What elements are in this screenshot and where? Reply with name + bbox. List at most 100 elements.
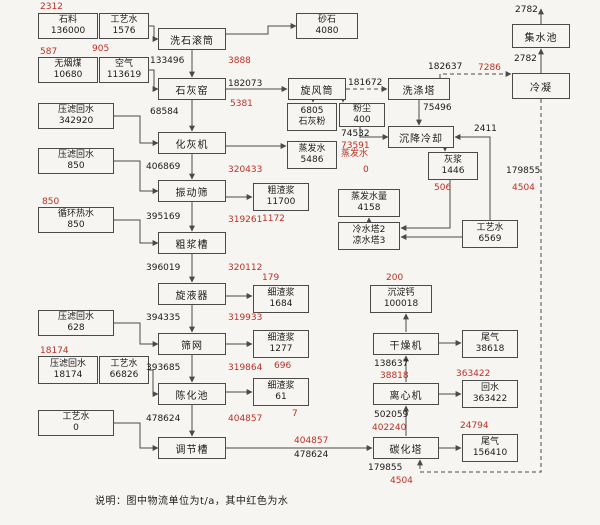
flow-label: 393685 <box>146 363 181 373</box>
flow-label: 2782 <box>515 5 538 15</box>
water-label: 402240 <box>372 423 407 433</box>
io-value: 1684 <box>269 299 293 309</box>
io-label: 砂石 <box>317 15 336 26</box>
water-label: 0 <box>363 165 369 175</box>
flow-label: 74532 <box>341 129 370 139</box>
io-value: 363422 <box>472 394 508 404</box>
io-value: 38618 <box>475 344 505 354</box>
flow-label: 138637 <box>374 359 409 369</box>
water-label: 179 <box>262 273 280 283</box>
io-label: 压滤回水 <box>57 312 94 323</box>
flow-label: 179855 <box>368 463 403 473</box>
flow-label: 68584 <box>150 107 179 117</box>
io-value: 11700 <box>266 197 296 207</box>
water-label: 363422 <box>456 369 491 379</box>
node-adjusting-tank: 调节槽 <box>158 437 226 459</box>
io-label: 尾气 <box>480 333 499 344</box>
water-label: 4504 <box>512 183 535 193</box>
water-label: 38818 <box>380 371 409 381</box>
io-value: 4080 <box>315 26 339 36</box>
flow-label: 182637 <box>428 62 463 72</box>
water-label: 5381 <box>230 99 253 109</box>
water-label: 73591 <box>341 141 370 151</box>
flow-label: 2782 <box>514 54 537 64</box>
io-value: 6569 <box>478 234 502 244</box>
node-settling-cooling: 沉降冷却 <box>388 126 454 148</box>
flow-label: 406869 <box>146 162 181 172</box>
node-wash-drum: 洗石滚筒 <box>158 28 226 50</box>
io-value: 5486 <box>300 155 324 165</box>
flow-label: 2411 <box>474 124 497 134</box>
water-label: 1172 <box>262 214 285 224</box>
io-label: 蒸发水量 <box>350 192 387 203</box>
flow-label: 394335 <box>146 313 181 323</box>
node-dryer: 干燥机 <box>373 333 439 355</box>
io-value: 136000 <box>50 26 86 36</box>
node-centrifuge: 离心机 <box>373 383 439 405</box>
water-label: 404857 <box>294 436 329 446</box>
flow-label: 395169 <box>146 212 181 222</box>
water-label: 蒸发水 <box>341 149 369 159</box>
water-label: 506 <box>434 183 452 193</box>
flow-label: 502059 <box>374 410 409 420</box>
io-label: 细渣浆 <box>267 381 295 392</box>
io-label: 空气 <box>114 59 133 70</box>
water-label: 319864 <box>228 363 263 373</box>
water-label: 587 <box>40 47 58 57</box>
io-label: 细渣浆 <box>267 288 295 299</box>
io-value: 628 <box>67 323 85 333</box>
node-condenser: 冷凝 <box>512 73 570 99</box>
io-value: 100018 <box>383 299 419 309</box>
io-value: 342920 <box>58 116 94 126</box>
water-label: 850 <box>42 197 60 207</box>
node-cyclone: 旋风筒 <box>288 78 346 100</box>
water-label: 404857 <box>228 414 263 424</box>
node-washing-tower: 洗涤塔 <box>388 78 450 100</box>
node-carbonation-tower: 碳化塔 <box>373 437 439 459</box>
io-label: 压滤回水 <box>57 105 94 116</box>
io-label: 回水 <box>480 383 499 394</box>
water-label: 24794 <box>460 421 489 431</box>
io-value: 0 <box>73 423 79 433</box>
io-label: 凉水塔3 <box>352 236 386 246</box>
flow-label: 181672 <box>348 78 383 88</box>
io-value: 156410 <box>472 448 508 458</box>
io-label: 灰浆 <box>443 155 462 166</box>
water-label: 319261 <box>228 215 263 225</box>
water-label: 4504 <box>390 476 413 486</box>
io-label: 工艺水 <box>110 15 138 26</box>
io-label: 粉尘 <box>352 104 371 115</box>
node-screen-mesh: 筛网 <box>158 333 226 355</box>
water-label: 320112 <box>228 263 263 273</box>
node-lime-kiln: 石灰窑 <box>158 78 226 100</box>
node-water-pool: 集水池 <box>512 24 570 48</box>
water-label: 2312 <box>40 2 63 12</box>
io-value: 18174 <box>53 370 83 380</box>
io-value: 400 <box>353 115 371 125</box>
io-label: 石料 <box>58 15 77 26</box>
io-value: 66826 <box>109 370 139 380</box>
io-label: 工艺水 <box>476 223 504 234</box>
io-label: 沉淀钙 <box>387 288 415 299</box>
